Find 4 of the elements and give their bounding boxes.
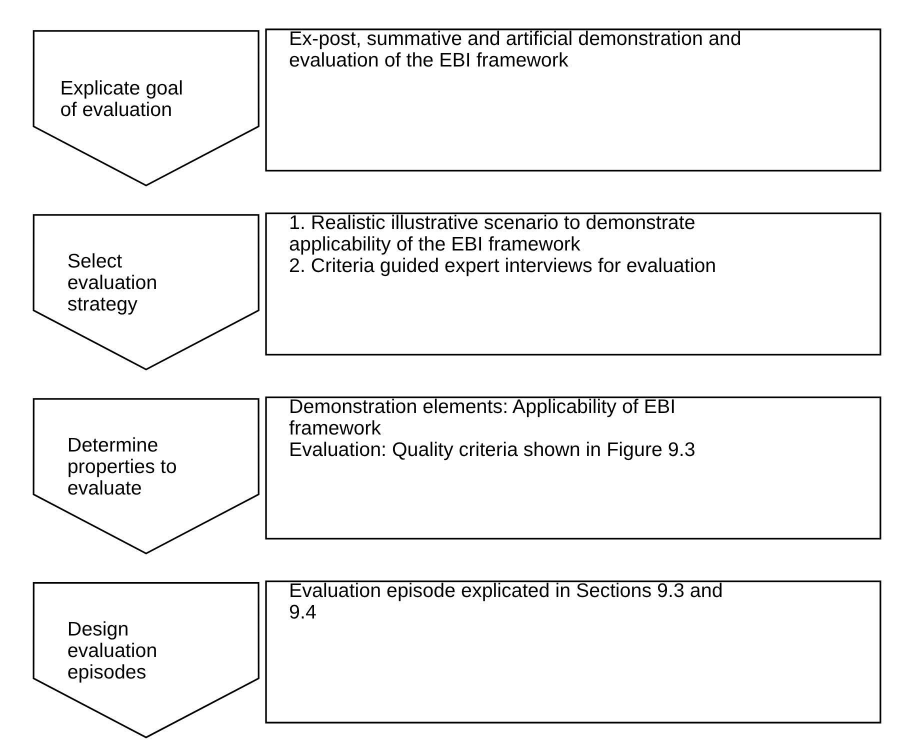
node-box: Demonstration elements: Applicability of EBI framework Evaluation: Quality criteria shown in Figure 9.3: [264, 396, 881, 540]
node-box: 1. Realistic illustrative scenario to demonstrate applicability of the EBI framework 2. Criteria guided expert interviews for evaluation: [264, 212, 881, 356]
node-box: Evaluation episode explicated in Sections 9.3 and 9.4: [264, 580, 881, 724]
node-box: Ex-post, summative and artificial demonstration and evaluation of the EBI framework: [264, 28, 881, 172]
